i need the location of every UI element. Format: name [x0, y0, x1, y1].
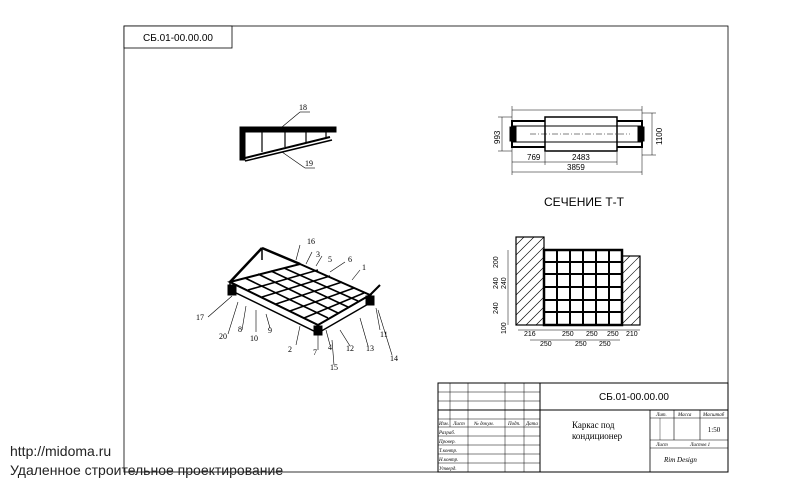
title-block: [437, 382, 729, 473]
drawing-code-top: СБ.01-00.00.00: [143, 33, 213, 44]
iso-label-12: 12: [346, 344, 354, 353]
tb-mass: Масса: [677, 413, 692, 418]
iso-label-10: 10: [250, 334, 258, 343]
iso-label-3: 3: [316, 250, 320, 259]
tb-utv: Утверд.: [439, 467, 457, 472]
tb-ndok: № докум.: [473, 421, 494, 427]
sec-dim-bottom1-5: 210: [626, 331, 638, 338]
iso-label-16: 16: [307, 237, 315, 246]
iso-label-14: 14: [390, 354, 398, 363]
section-title: СЕЧЕНИЕ Т-Т: [544, 195, 625, 209]
tb-izm: Изм.: [438, 422, 449, 427]
dim-3859: 3859: [567, 163, 585, 172]
dim-2483: 2483: [572, 153, 590, 162]
tb-sheets: Листов 1: [689, 443, 710, 448]
iso-label-2: 2: [288, 345, 292, 354]
iso-label-1: 1: [362, 263, 366, 272]
sec-dim-bottom1-4: 250: [607, 331, 619, 338]
tb-nkontr: Н.контр.: [438, 458, 458, 463]
tb-company: Rim Design: [663, 456, 697, 464]
sec-dim-bottom2-1: 250: [540, 341, 552, 348]
iso-label-20: 20: [219, 332, 227, 341]
iso-label-11: 11: [380, 330, 388, 339]
iso-label-7: 7: [313, 348, 317, 357]
side-view: [239, 111, 337, 169]
sec-dim-bottom1-2: 250: [562, 331, 574, 338]
tb-razrab: Разраб.: [438, 431, 455, 436]
iso-label-15: 15: [330, 363, 338, 372]
iso-label-5: 5: [328, 255, 332, 264]
sec-dim-bottom1-3: 250: [586, 331, 598, 338]
isometric-view: [207, 244, 393, 366]
iso-label-4: 4: [328, 343, 332, 352]
tb-tkontr: Т.контр.: [439, 449, 457, 454]
sec-dim-left-5: 100: [501, 322, 508, 334]
sec-dim-bottom2-2: 250: [575, 341, 587, 348]
tb-sheet: Лист: [655, 443, 668, 448]
tb-podp: Подп.: [507, 422, 520, 427]
tb-name-2: кондиционер: [572, 431, 623, 441]
iso-label-13: 13: [366, 344, 374, 353]
sec-dim-bottom2-3: 250: [599, 341, 611, 348]
section-view: [507, 236, 641, 341]
dim-993: 993: [493, 130, 502, 144]
tb-lit: Лит.: [655, 413, 667, 418]
tb-scale: 1:50: [708, 426, 721, 434]
footer-tagline: Удаленное строительное проектирование: [10, 462, 284, 478]
sec-dim-left-2: 240: [493, 277, 500, 289]
sec-dim-left-4: 240: [493, 302, 500, 314]
iso-label-17: 17: [196, 313, 204, 322]
footer-url[interactable]: http://midoma.ru: [10, 443, 112, 459]
sec-dim-bottom1-1: 216: [524, 331, 536, 338]
sheet-border: [123, 25, 729, 473]
label-19: 19: [305, 159, 313, 168]
code-box: [123, 25, 233, 49]
dim-769: 769: [527, 153, 541, 162]
iso-label-6: 6: [348, 255, 352, 264]
tb-code: СБ.01-00.00.00: [599, 392, 669, 403]
sec-dim-left-3: 240: [501, 277, 508, 289]
iso-label-8: 8: [238, 325, 242, 334]
iso-label-9: 9: [268, 326, 272, 335]
dim-1100: 1100: [655, 127, 664, 145]
sec-dim-left-1: 200: [493, 256, 500, 268]
tb-data: Дата: [525, 422, 538, 427]
tb-scale-h: Масштаб: [702, 413, 725, 418]
tb-list: Лист: [452, 422, 465, 427]
tb-prov: Провер.: [438, 440, 456, 445]
top-plan-view: [498, 106, 656, 175]
label-18: 18: [299, 103, 307, 112]
tb-name-1: Каркас под: [572, 420, 615, 430]
